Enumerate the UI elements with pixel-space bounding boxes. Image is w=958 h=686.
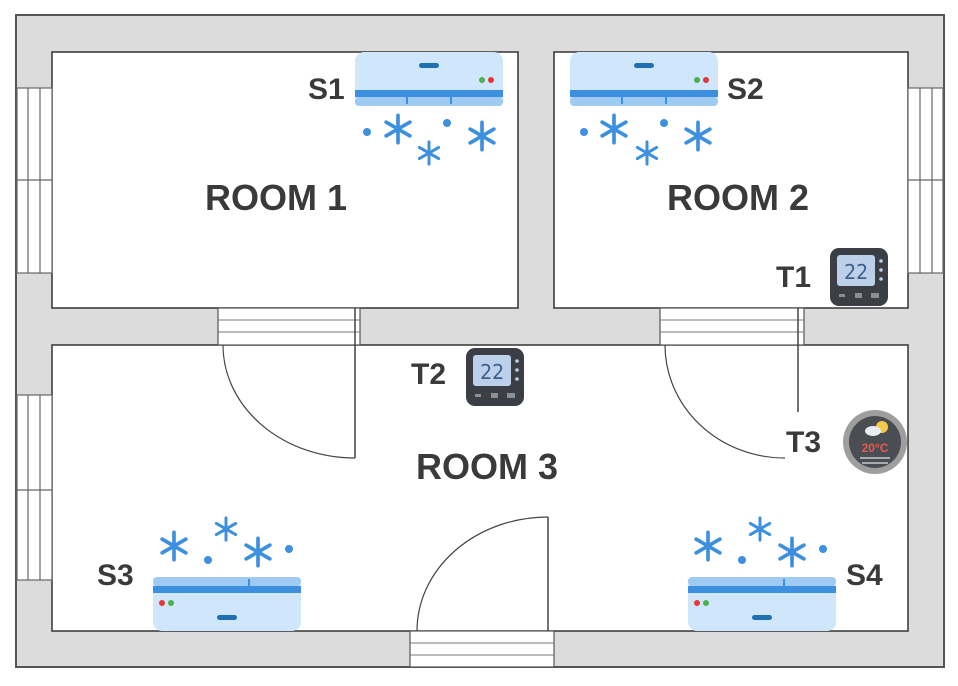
air-conditioner-icon bbox=[570, 52, 718, 106]
ac-label-s3: S3 bbox=[97, 559, 134, 592]
ac-unit-s4[interactable]: S4 bbox=[688, 516, 883, 631]
thermostat-t1[interactable]: T1 bbox=[776, 248, 888, 306]
weather-temp-readout: 20°C bbox=[862, 441, 889, 455]
ac-unit-s1[interactable]: S1 bbox=[308, 52, 503, 166]
thermostat-t3[interactable]: 20°C T3 bbox=[786, 410, 907, 474]
snowflake-icon bbox=[160, 516, 293, 568]
room-3-label: ROOM 3 bbox=[416, 446, 558, 487]
thermostat-t2[interactable]: T2 bbox=[411, 348, 524, 406]
thermostat-label-t2: T2 bbox=[411, 358, 446, 391]
weather-thermostat-icon: 20°C bbox=[843, 410, 907, 474]
thermostat-label-t3: T3 bbox=[786, 426, 821, 459]
ac-unit-s2[interactable]: S2 bbox=[570, 52, 764, 166]
door-entrance[interactable] bbox=[409, 516, 555, 668]
thermostat-icon bbox=[830, 248, 888, 306]
ac-unit-s3[interactable]: S3 bbox=[97, 516, 301, 631]
doors bbox=[217, 307, 805, 668]
windows bbox=[16, 87, 944, 581]
door-room-2[interactable] bbox=[659, 307, 805, 459]
snowflake-icon bbox=[694, 516, 827, 568]
room-1-label: ROOM 1 bbox=[205, 177, 347, 218]
air-conditioner-icon bbox=[153, 577, 301, 631]
snowflake-icon bbox=[580, 113, 712, 166]
air-conditioner-icon bbox=[688, 577, 836, 631]
air-conditioner-icon bbox=[355, 52, 503, 106]
ac-label-s4: S4 bbox=[846, 559, 883, 592]
thermostat-icon bbox=[466, 348, 524, 406]
window-room-1-left bbox=[16, 87, 53, 274]
door-room-1[interactable] bbox=[217, 307, 361, 459]
snowflake-icon bbox=[363, 113, 496, 166]
window-room-2-right bbox=[907, 87, 944, 274]
window-room-3-left bbox=[16, 394, 53, 581]
room-2-label: ROOM 2 bbox=[667, 177, 809, 218]
thermostat-label-t1: T1 bbox=[776, 261, 811, 294]
walls bbox=[15, 14, 945, 668]
ac-label-s2: S2 bbox=[727, 73, 764, 106]
ac-label-s1: S1 bbox=[308, 73, 345, 106]
